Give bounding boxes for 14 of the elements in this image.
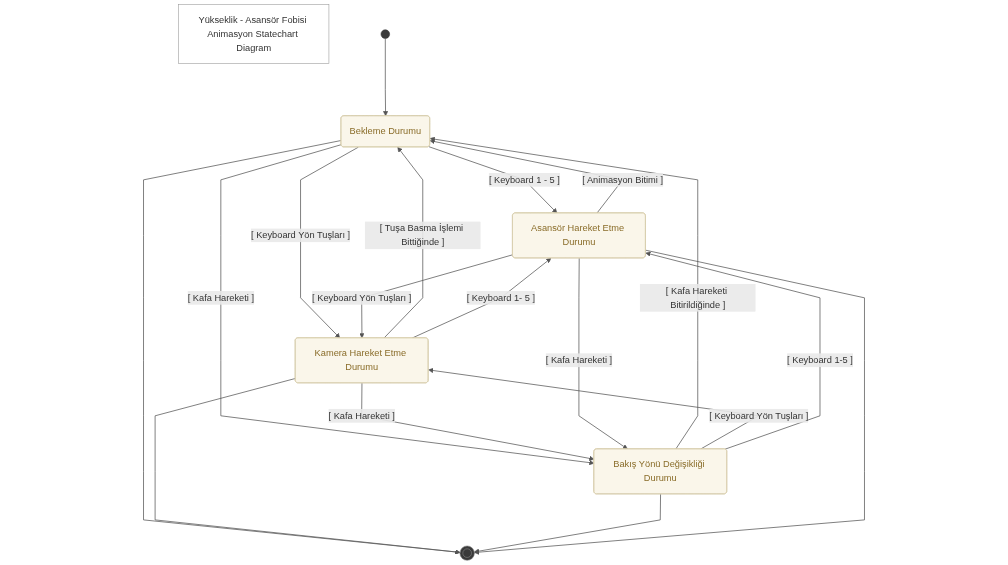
edge-label: [ Keyboard Yön Tuşları ] [312,292,412,303]
edge-label: [ Kafa Hareketi ] [187,292,255,303]
edge-label: [ Kafa Hareketi ] [545,355,613,365]
node-circle [380,29,390,39]
edge-label: [ Keyboard Yön Tuşları ] [709,410,809,421]
edge-label: [ Tuşa Basma İşlemi Bittiğinde ] [379,223,464,247]
edge-label: [ Kafa Hareketi Bitirildiğinde ] [665,285,728,310]
edge-label: [ Keyboard 1 - 5 ] [488,174,560,185]
edge-label: [ Animasyon Bitimi ] [582,174,663,185]
edge-label: [ Keyboard 1-5 ] [787,355,853,365]
edge-label: [ Keyboard Yön Tuşları ] [251,230,351,240]
edge-label: [ Kafa Hareketi ] [328,410,395,421]
edge-label: [ Keyboard 1- 5 ] [466,292,536,303]
node-box: Yükseklik - Asansör Fobisi Animasyon Statechart Diagram [178,4,330,64]
